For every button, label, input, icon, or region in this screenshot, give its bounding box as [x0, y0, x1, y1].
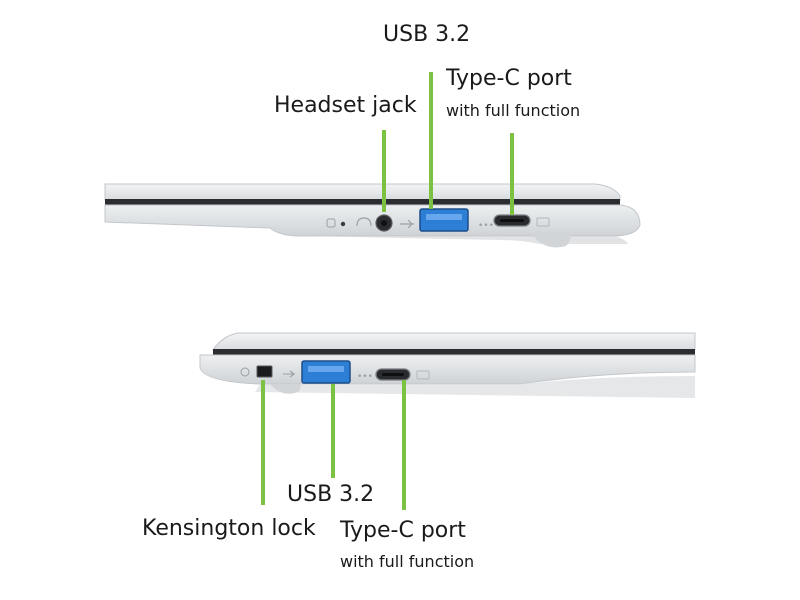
kensington-slot	[256, 365, 273, 378]
typec-label-top: Type-C port	[446, 66, 572, 91]
usb-icon	[283, 370, 295, 378]
svg-text:•••: •••	[357, 372, 373, 382]
status-led	[340, 221, 346, 227]
typec-label-bottom: Type-C port	[340, 518, 466, 543]
typec-sublabel-bottom: with full function	[340, 552, 475, 571]
headset-label: Headset jack	[274, 93, 417, 118]
headset-icon	[356, 217, 372, 227]
thunderbolt-icon	[536, 217, 550, 227]
power-icon	[326, 218, 336, 228]
svg-text:•••: •••	[478, 221, 494, 231]
typec-sublabel-top: with full function	[446, 101, 581, 120]
usb-label-bottom: USB 3.2	[287, 482, 375, 507]
kensington-label: Kensington lock	[142, 516, 316, 541]
power-icon	[240, 367, 250, 377]
usb-label-top: USB 3.2	[383, 22, 471, 47]
usb-icon	[400, 219, 414, 229]
thunderbolt-icon	[416, 370, 430, 380]
